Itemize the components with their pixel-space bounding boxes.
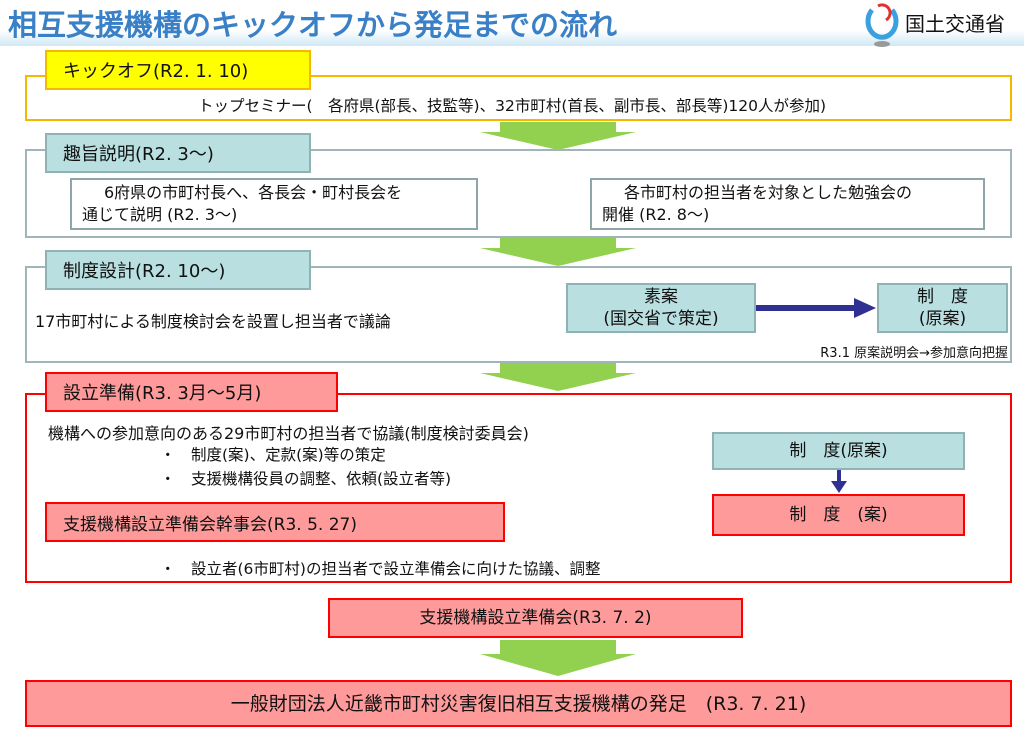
- text-line: 通じて説明 (R2. 3〜): [82, 205, 238, 224]
- down-arrow: [480, 363, 636, 391]
- design-note: R3.1 原案説明会→参加意向把握: [820, 346, 1008, 361]
- briefing-label: 趣旨説明(R2. 3〜): [45, 133, 311, 173]
- system-original-box: 制 度(原案): [877, 283, 1008, 333]
- launch-box: 一般財団法人近畿市町村災害復旧相互支援機構の発足 (R3. 7. 21): [25, 680, 1012, 727]
- prep-label: 設立準備(R3. 3月〜5月): [45, 372, 338, 412]
- down-arrow: [480, 640, 636, 676]
- text-line: 素案: [644, 287, 678, 307]
- kickoff-label: キックオフ(R2. 1. 10): [45, 50, 311, 90]
- briefing-left-box: 6府県の市町村長へ、各長会・町村長会を 通じて説明 (R2. 3〜): [70, 178, 478, 230]
- text-line: 制 度: [917, 287, 968, 307]
- prep-line: 機構への参加意向のある29市町村の担当者で協議(制度検討委員会): [48, 424, 529, 443]
- system-original-box: 制 度(原案): [712, 432, 965, 470]
- text-line: (原案): [918, 309, 967, 329]
- page-title: 相互支援機構のキックオフから発足までの流れ: [8, 8, 618, 42]
- prep-sub-label: 支援機構設立準備会幹事会(R3. 5. 27): [45, 502, 505, 542]
- down-arrow: [480, 122, 636, 150]
- text-line: 開催 (R2. 8〜): [602, 205, 710, 224]
- mlit-logo-icon: [865, 3, 899, 47]
- design-box: [25, 266, 1012, 363]
- down-arrow-small: [831, 470, 847, 493]
- text-line: 6府県の市町村長へ、各長会・町村長会を: [104, 183, 403, 202]
- prep-bullet: ・ 設立者(6市町村)の担当者で設立準備会に向けた協議、調整: [160, 560, 601, 578]
- draft-box: 素案(国交省で策定): [566, 283, 756, 333]
- text-line: 各市町村の担当者を対象とした勉強会の: [624, 183, 913, 202]
- logo-text: 国土交通省: [905, 12, 1005, 36]
- briefing-right-box: 各市町村の担当者を対象とした勉強会の 開催 (R2. 8〜): [590, 178, 985, 230]
- prep-box: [25, 393, 1012, 583]
- title-band: [0, 30, 1024, 46]
- system-proposal-box: 制 度 (案): [712, 494, 965, 536]
- prep-meeting-box: 支援機構設立準備会(R3. 7. 2): [328, 598, 743, 638]
- right-arrow: [756, 298, 876, 318]
- design-text: 17市町村による制度検討会を設置し担当者で議論: [35, 312, 391, 331]
- down-arrow: [480, 238, 636, 266]
- text-line: (国交省で策定): [603, 309, 719, 329]
- kickoff-text: トップセミナー( 各府県(部長、技監等)、32市町村(首長、副市長、部長等)12…: [197, 97, 827, 115]
- design-label: 制度設計(R2. 10〜): [45, 250, 311, 290]
- prep-bullet: ・ 支援機構役員の調整、依頼(設立者等): [160, 470, 452, 488]
- prep-bullet: ・ 制度(案)、定款(案)等の策定: [160, 446, 386, 464]
